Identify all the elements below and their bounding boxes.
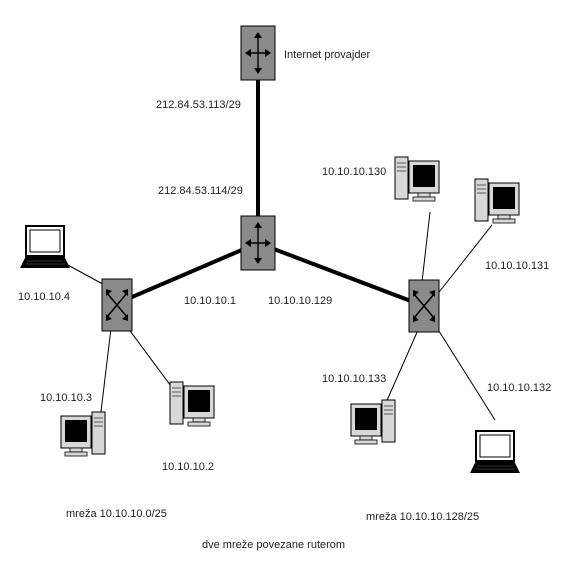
router-left-interface-label: 10.10.10.1 xyxy=(184,295,236,307)
isp-link-bottom-label: 212.84.53.114/29 xyxy=(158,185,243,197)
switch-icon xyxy=(408,279,440,333)
link-right-switch-desktop-130 xyxy=(421,211,431,283)
link-router-left-switch xyxy=(117,241,259,305)
laptop-icon xyxy=(469,430,521,474)
link-router-right-switch xyxy=(257,241,425,308)
desktop-computer-icon xyxy=(474,178,520,224)
caption: dve mreže povezane ruterom xyxy=(202,539,345,551)
network-left-label: mreža 10.10.10.0/25 xyxy=(66,508,167,520)
link-right-switch-laptop-132 xyxy=(431,319,496,421)
router-icon xyxy=(240,25,276,81)
host-label: 10.10.10.3 xyxy=(40,392,92,404)
host-label: 10.10.10.133 xyxy=(322,373,386,385)
switch-icon xyxy=(101,278,133,332)
desktop-computer-icon xyxy=(169,381,215,427)
desktop-computer-icon xyxy=(394,156,440,202)
router-icon xyxy=(240,215,276,271)
laptop-icon xyxy=(19,225,71,269)
network-right-label: mreža 10.10.10.128/25 xyxy=(366,511,479,523)
links xyxy=(54,80,496,421)
router-right-interface-label: 10.10.10.129 xyxy=(268,295,332,307)
host-label: 10.10.10.4 xyxy=(18,291,70,303)
host-label: 10.10.10.132 xyxy=(487,382,551,394)
link-right-switch-desktop-131 xyxy=(435,224,493,297)
host-label: 10.10.10.2 xyxy=(162,461,214,473)
desktop-computer-icon xyxy=(60,411,106,457)
isp-link-top-label: 212.84.53.113/29 xyxy=(156,99,241,111)
link-right-switch-desktop-133 xyxy=(384,329,419,406)
desktop-computer-icon xyxy=(350,399,396,445)
host-label: 10.10.10.130 xyxy=(322,166,386,178)
host-label: 10.10.10.131 xyxy=(485,260,549,272)
link-left-switch-desktop-3 xyxy=(99,319,113,421)
isp-label: Internet provajder xyxy=(284,49,371,61)
